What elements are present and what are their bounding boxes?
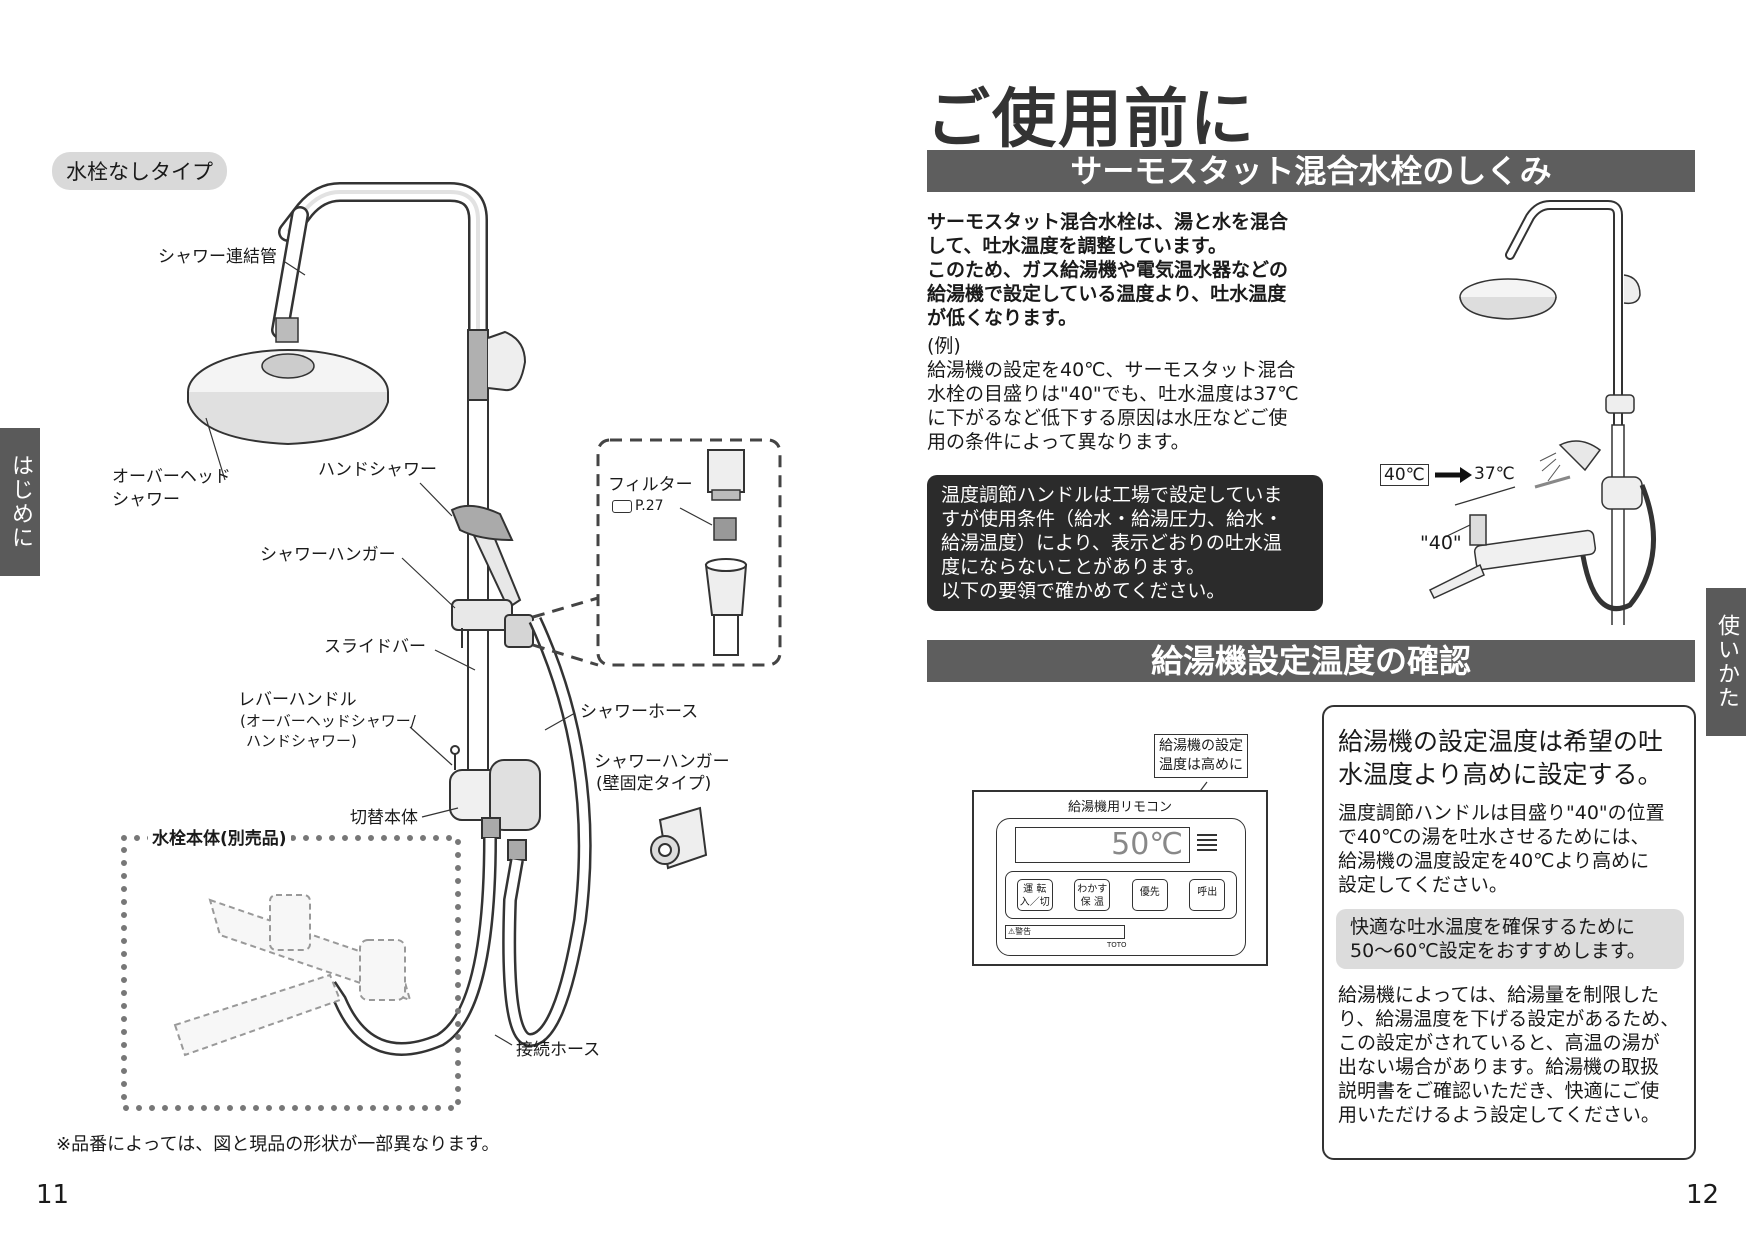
dial-label: "40"	[1420, 532, 1462, 554]
remote-callout: 給湯機の設定 温度は高めに	[1154, 734, 1248, 778]
box-para2-line: 給湯機によっては、給湯量を制限した	[1338, 984, 1660, 1006]
shower-system-diagram	[121, 182, 782, 1111]
label-switch-body: 切替本体	[350, 808, 418, 828]
label-lever-3: ハンドシャワー)	[246, 732, 357, 750]
label-overhead-1: オーバーヘッド	[112, 467, 231, 487]
recommend-line: 快適な吐水温度を確保するために	[1350, 916, 1636, 938]
label-faucet-body: 水栓本体(別売品)	[148, 829, 291, 850]
wall-hanger-part	[650, 806, 708, 870]
box-para1-line: 温度調節ハンドルは目盛り"40"の位置	[1338, 802, 1665, 824]
label-lever-1: レバーハンドル	[238, 690, 357, 710]
temp-out-label: 37℃	[1474, 464, 1515, 484]
label-overhead-2: シャワー	[112, 490, 180, 510]
example-line: に下がるなど低下する原因は水圧などご使	[927, 407, 1288, 429]
remote-panel: 50℃ 運 転入／切 わかす保 温 優先 呼出 ⚠警告 TOTO	[996, 818, 1246, 956]
intro-bold-text: サーモスタット混合水栓は、湯と水を混合 して、吐水温度を調整しています。 このた…	[927, 210, 1327, 454]
remote-button-heat[interactable]: わかす保 温	[1074, 879, 1111, 911]
section-bar-thermostat: サーモスタット混合水栓のしくみ	[927, 150, 1695, 192]
remote-warning-label: ⚠警告	[1005, 925, 1125, 939]
caution-line: 給湯温度）により、表示どおりの吐水温	[941, 532, 1282, 554]
box-para1-line: 給湯機の温度設定を40℃より高めに	[1338, 850, 1650, 872]
button-line: 運 転	[1023, 884, 1047, 895]
box-para2-line: 用いただけるよう設定してください。	[1338, 1104, 1660, 1126]
remote-menu-icon	[1197, 831, 1217, 854]
label-shower-hanger: シャワーハンガー	[260, 545, 396, 565]
remote-button-priority[interactable]: 優先	[1131, 879, 1168, 911]
bold-line: サーモスタット混合水栓は、湯と水を混合	[927, 211, 1289, 233]
thermostat-diagram	[1428, 200, 1657, 625]
shower-hanger	[451, 599, 534, 648]
bold-line: このため、ガス給湯機や電気温水器などの	[927, 259, 1289, 281]
remote-brand: TOTO	[1107, 941, 1127, 949]
footnote: ※品番によっては、図と現品の形状が一部異なります。	[56, 1134, 500, 1155]
label-wall-hanger-1: シャワーハンガー	[594, 752, 730, 772]
box-para2-line: この設定がされていると、高温の湯が	[1338, 1032, 1660, 1054]
remote-callout-line: 給湯機の設定	[1159, 738, 1243, 754]
side-tab-right: 使いかた	[1706, 588, 1746, 736]
faucet-body	[173, 894, 412, 1057]
page-number-right: 12	[1686, 1180, 1720, 1210]
example-line: 給湯機の設定を40℃、サーモスタット混合	[927, 359, 1296, 381]
switch-body	[449, 745, 541, 861]
type-label: 水栓なしタイプ	[52, 152, 227, 190]
remote-button-power[interactable]: 運 転入／切	[1016, 879, 1053, 911]
faucet-body-frame	[121, 835, 461, 1111]
remote-button-row: 運 転入／切 わかす保 温 優先 呼出	[1005, 871, 1237, 919]
box-para1-line: で40℃の湯を吐水させるためには、	[1338, 826, 1650, 848]
label-filter: フィルター	[608, 475, 693, 495]
heater-setting-box: 給湯機の設定温度は希望の吐 水温度より高めに設定する。 温度調節ハンドルは目盛り…	[1322, 705, 1696, 1160]
label-hand-shower: ハンドシャワー	[318, 460, 437, 480]
recommend-line: 50～60℃設定をおすすめします。	[1350, 940, 1646, 962]
caution-line: すが使用条件（給水・給湯圧力、給水・	[941, 508, 1284, 530]
label-wall-hanger-2: (壁固定タイプ)	[596, 774, 712, 794]
remote-display: 50℃	[1015, 827, 1190, 863]
temp-set-label: 40℃	[1380, 464, 1429, 486]
water-spray	[1539, 452, 1561, 482]
button-line: わかす	[1077, 884, 1108, 895]
label-filter-ref: P.27	[612, 496, 664, 517]
box-para2-line: 説明書をご確認いただき、快適にご使	[1338, 1080, 1660, 1102]
box-heading-line: 水温度より高めに設定する。	[1338, 760, 1663, 789]
example-line: 水栓の目盛りは"40"でも、吐水温度は37℃	[927, 383, 1299, 405]
bold-line: 給湯機で設定している温度より、吐水温度	[927, 283, 1287, 305]
label-shower-pipe: シャワー連結管	[158, 247, 277, 267]
box-para1-line: 設定してください。	[1338, 874, 1508, 896]
caution-box: 温度調節ハンドルは工場で設定していま すが使用条件（給水・給湯圧力、給水・ 給湯…	[927, 475, 1323, 611]
label-shower-hose: シャワーホース	[580, 702, 699, 722]
section-bar-heater: 給湯機設定温度の確認	[927, 640, 1695, 682]
filter-ref-text: P.27	[635, 498, 664, 514]
example-line: 用の条件によって異なります。	[927, 431, 1190, 453]
box-para2-line: 出ない場合があります。給湯機の取扱	[1338, 1056, 1660, 1078]
bold-line: して、吐水温度を調整しています。	[927, 235, 1228, 257]
filter-callout-frame	[596, 438, 782, 667]
button-line: 入／切	[1019, 897, 1050, 908]
overhead-shower-head	[187, 349, 389, 446]
example-label: (例)	[927, 335, 961, 357]
box-para2-line: り、給湯温度を下げる設定があるため、	[1338, 1008, 1680, 1030]
filter-parts	[704, 449, 748, 656]
remote-warning-text: 警告	[1015, 927, 1032, 936]
remote-callout-line: 温度は高めに	[1159, 757, 1243, 773]
button-line: 保 温	[1080, 897, 1104, 908]
caution-line: 度にならないことがあります。	[941, 556, 1206, 578]
label-slide-bar: スライドバー	[324, 637, 426, 657]
label-lever-2: (オーバーヘッドシャワー/	[240, 712, 416, 730]
remote-button-call[interactable]: 呼出	[1189, 879, 1226, 911]
side-tab-left: はじめに	[0, 428, 40, 576]
page-number-left: 11	[36, 1180, 70, 1210]
page-title: ご使用前に	[926, 83, 1256, 157]
recommend-box: 快適な吐水温度を確保するために 50～60℃設定をおすすめします。	[1336, 909, 1684, 969]
caution-line: 以下の要領で確かめてください。	[941, 580, 1226, 602]
remote-controller: 給湯機用リモコン 50℃ 運 転入／切 わかす保 温 優先 呼出 ⚠警告 TOT…	[972, 790, 1268, 966]
label-connect-hose: 接続ホース	[516, 1040, 601, 1060]
pointing-hand-icon	[612, 499, 632, 513]
box-heading-line: 給湯機の設定温度は希望の吐	[1338, 727, 1664, 756]
remote-title: 給湯機用リモコン	[1067, 800, 1172, 815]
hand-shower	[450, 504, 522, 610]
bold-line: が低くなります。	[927, 307, 1078, 329]
caution-line: 温度調節ハンドルは工場で設定していま	[941, 484, 1283, 506]
warning-icon: ⚠	[1008, 927, 1016, 936]
